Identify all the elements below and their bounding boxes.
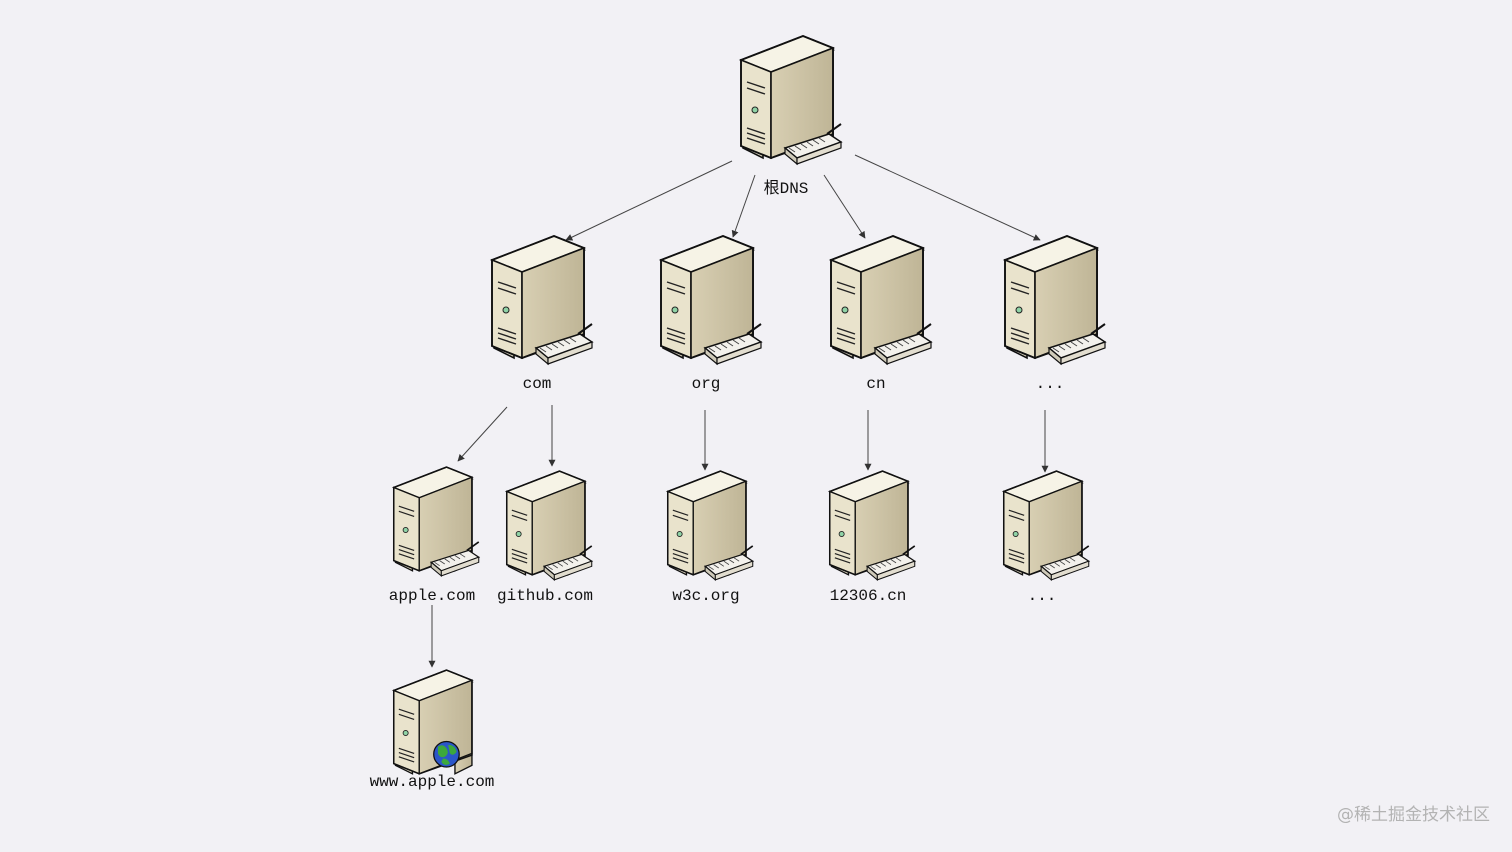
keyboard-icon (703, 323, 763, 366)
edge-root-to-com (565, 160, 733, 241)
server-icon (658, 235, 763, 366)
server-icon (391, 466, 481, 577)
node-label-org: org (691, 375, 721, 393)
node-org (658, 235, 763, 366)
keyboard-icon (703, 545, 755, 581)
node-www-apple (391, 669, 474, 775)
keyboard-icon (783, 123, 843, 166)
edge-com-to-apple (457, 406, 508, 462)
server-icon (489, 235, 594, 366)
node-cn (828, 235, 933, 366)
node-apple (391, 466, 481, 577)
server-icon (504, 470, 594, 581)
keyboard-icon (873, 323, 933, 366)
watermark: @稀土掘金技术社区 (1337, 805, 1490, 825)
node-label-tld-more: ... (1035, 375, 1065, 393)
node-12306 (827, 470, 917, 581)
node-w3c (665, 470, 755, 581)
keyboard-icon (1039, 545, 1091, 581)
keyboard-icon (1047, 323, 1107, 366)
server-icon (1001, 470, 1091, 581)
web-server-icon (391, 669, 474, 775)
node-label-w3c: w3c.org (672, 587, 740, 605)
node-label-www-apple: www.apple.com (369, 773, 495, 791)
node-sld-more (1001, 470, 1091, 581)
node-label-cn: cn (866, 375, 886, 393)
edge-root-to-org (731, 174, 756, 238)
node-root (738, 35, 843, 166)
edge-root-to-tld-more (854, 154, 1041, 241)
server-icon (827, 470, 917, 581)
node-label-apple: apple.com (388, 587, 476, 605)
server-icon (828, 235, 933, 366)
node-label-12306: 12306.cn (829, 587, 907, 605)
node-github (504, 470, 594, 581)
node-label-root: 根DNS (763, 180, 809, 198)
keyboard-icon (865, 545, 917, 581)
server-icon (665, 470, 755, 581)
keyboard-icon (429, 541, 481, 577)
keyboard-icon (542, 545, 594, 581)
server-icon (738, 35, 843, 166)
node-label-com: com (522, 375, 552, 393)
keyboard-icon (534, 323, 594, 366)
node-label-sld-more: ... (1027, 587, 1057, 605)
globe-icon (433, 740, 460, 768)
node-tld-more (1002, 235, 1107, 366)
server-icon (1002, 235, 1107, 366)
node-label-github: github.com (496, 587, 594, 605)
edge-root-to-cn (823, 174, 866, 239)
node-com (489, 235, 594, 366)
